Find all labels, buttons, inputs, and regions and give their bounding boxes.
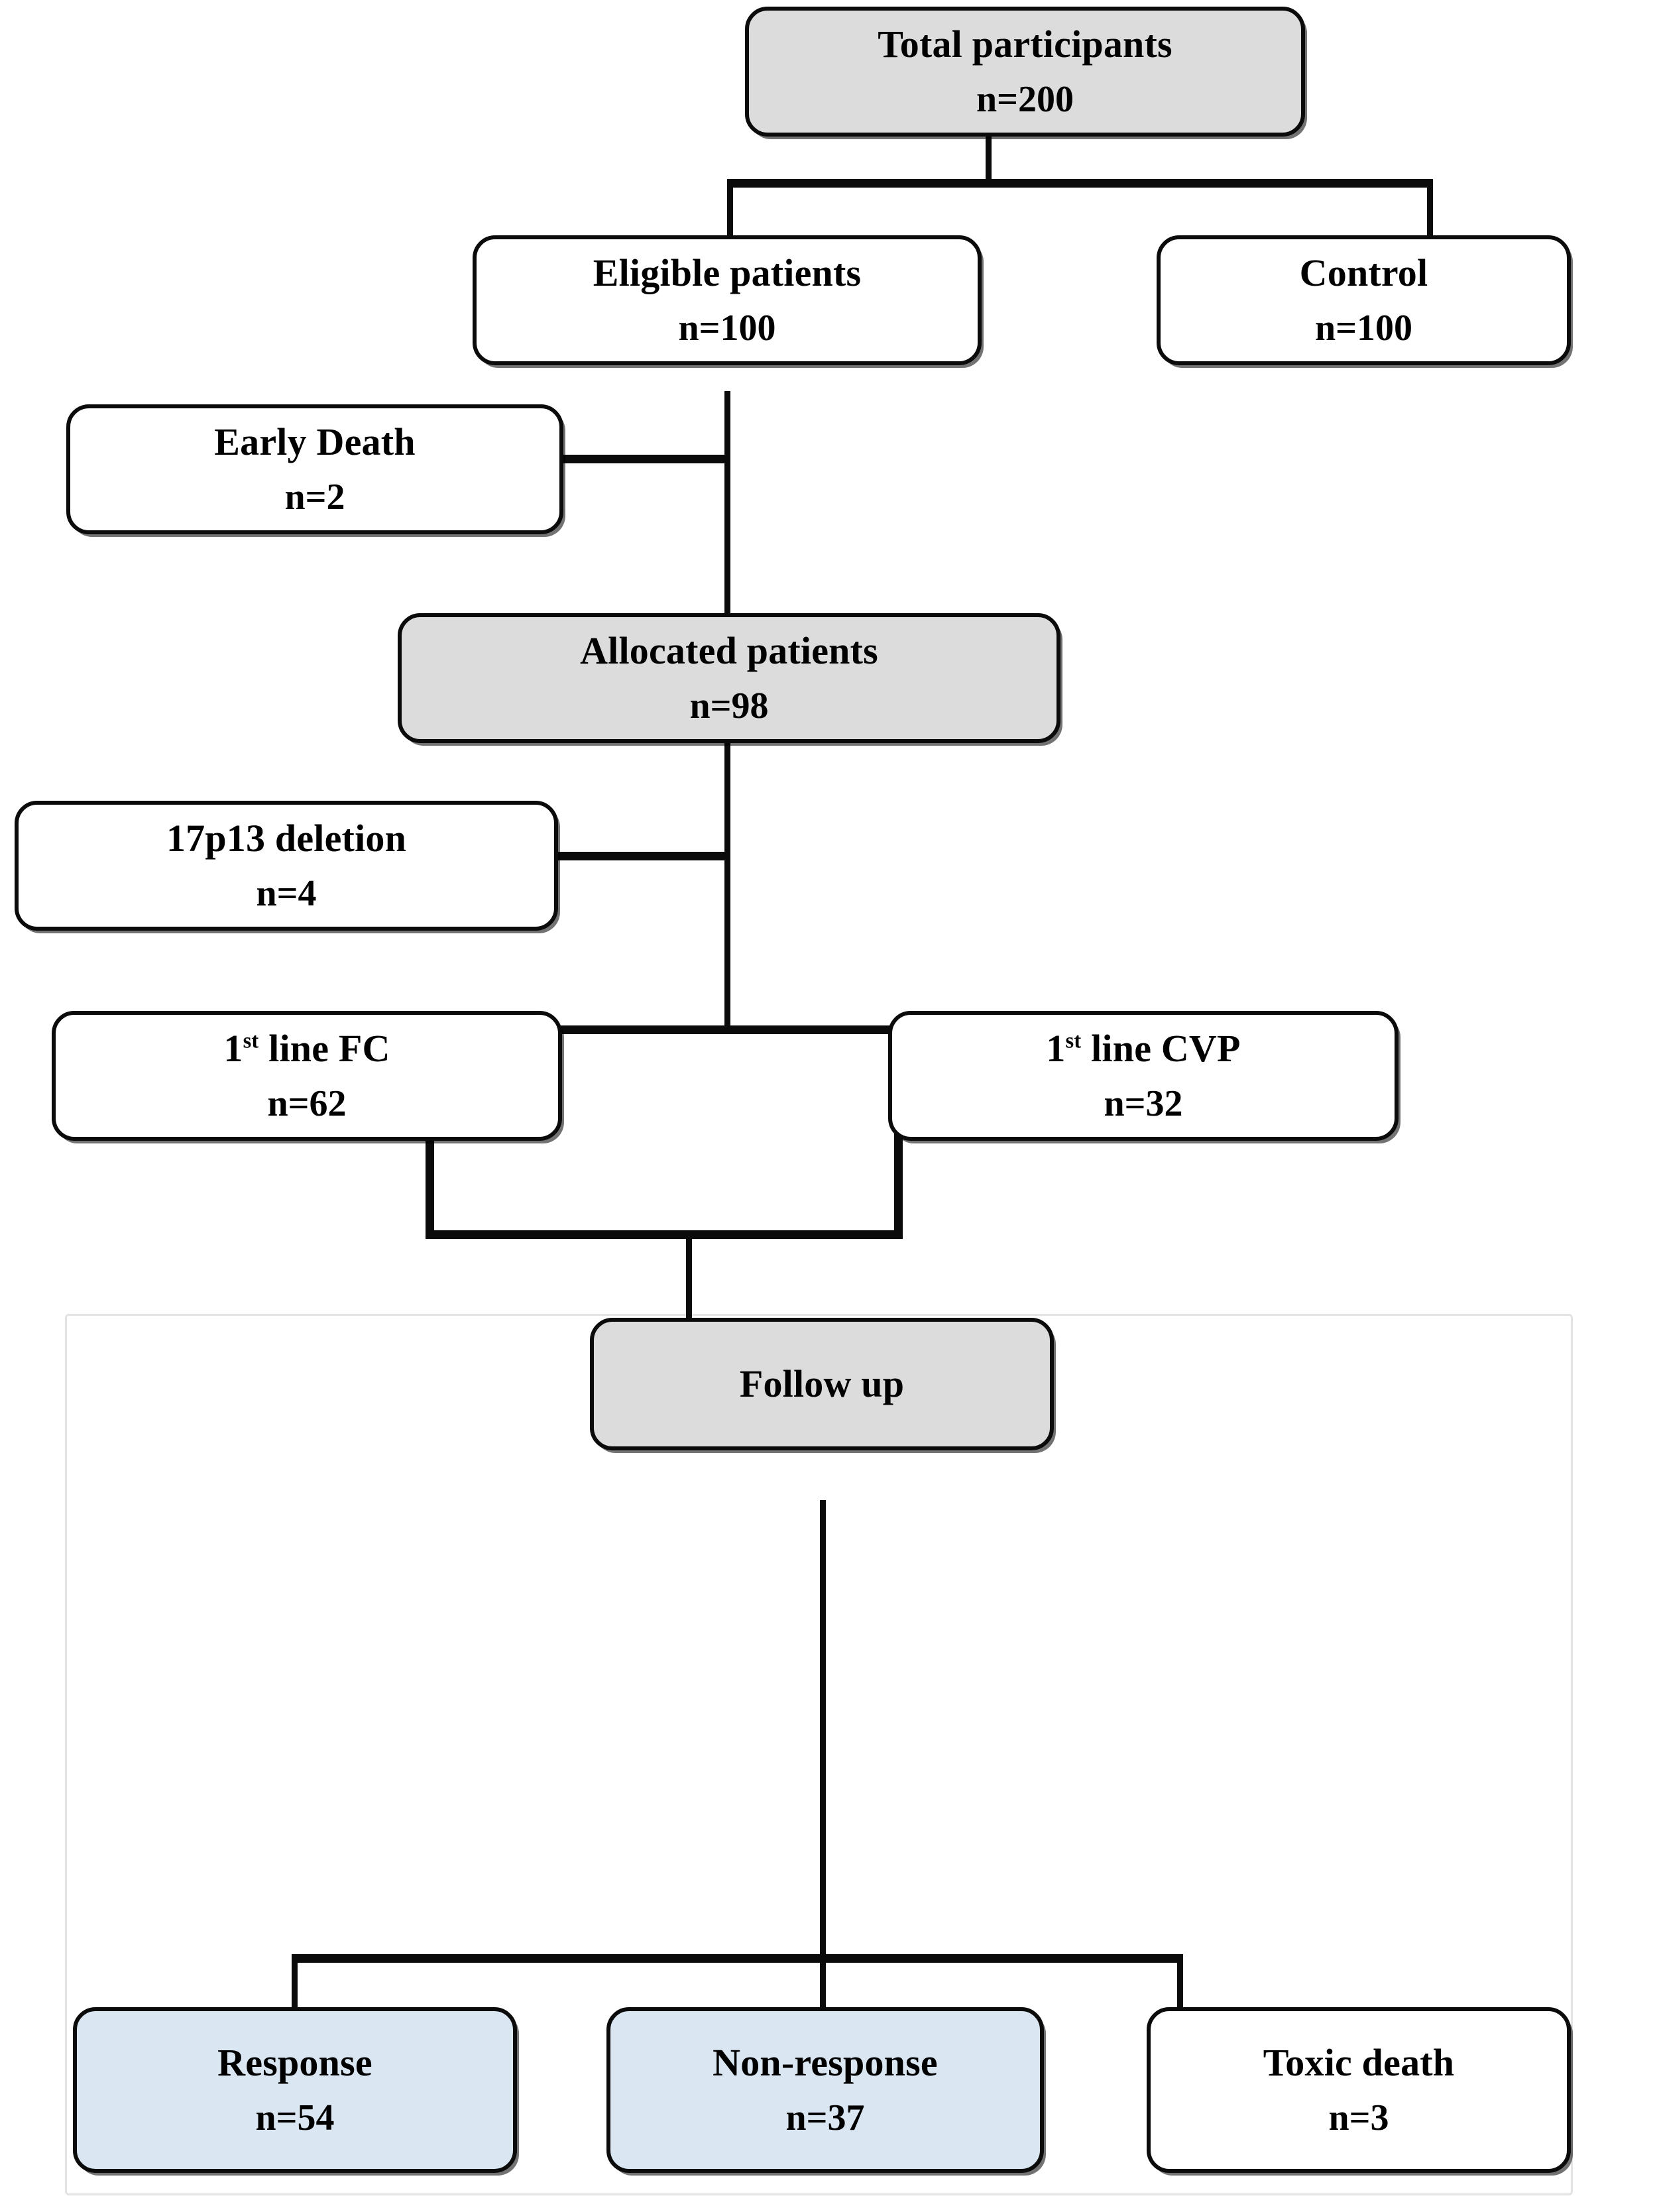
ordinal-suffix: st (243, 1029, 259, 1053)
node-count: n=98 (689, 685, 769, 727)
node-non-response[interactable]: Non-response n=37 (606, 2007, 1044, 2173)
node-allocated-patients[interactable]: Allocated patients n=98 (398, 613, 1060, 743)
node-early-death[interactable]: Early Death n=2 (66, 404, 563, 534)
node-follow-up[interactable]: Follow up (590, 1318, 1054, 1450)
connector-total-down (986, 135, 992, 182)
connector-fc-down (426, 1134, 434, 1234)
node-response[interactable]: Response n=54 (73, 2007, 517, 2173)
node-title: Response (217, 2041, 372, 2084)
connector-merge-to-followup (686, 1230, 692, 1318)
connector-cvp-down (894, 1134, 903, 1234)
ordinal-suffix: st (1065, 1029, 1082, 1053)
node-title: 1st line FC (223, 1027, 390, 1070)
connector-to-nonresponse (820, 1954, 826, 2011)
node-count: n=100 (678, 308, 776, 349)
node-title: Non-response (713, 2041, 938, 2084)
node-count: n=3 (1328, 2097, 1389, 2138)
node-title: 17p13 deletion (166, 817, 407, 860)
connector-eligible-to-allocated (724, 391, 730, 616)
node-control[interactable]: Control n=100 (1157, 235, 1571, 365)
node-title: Follow up (739, 1362, 905, 1405)
node-count: n=4 (256, 873, 317, 914)
node-title: Toxic death (1263, 2041, 1455, 2084)
node-eligible-patients[interactable]: Eligible patients n=100 (473, 235, 982, 365)
connector-to-eligible (727, 179, 733, 237)
node-first-line-cvp[interactable]: 1st line CVP n=32 (888, 1011, 1399, 1141)
node-count: n=62 (267, 1083, 347, 1124)
followup-panel (65, 1314, 1573, 2195)
node-title: Early Death (214, 420, 416, 463)
node-17p13-deletion[interactable]: 17p13 deletion n=4 (15, 801, 558, 931)
node-total-participants[interactable]: Total participants n=200 (745, 7, 1305, 137)
node-count: n=54 (255, 2097, 335, 2138)
connector-followup-down (820, 1500, 826, 1957)
node-title: 1st line CVP (1046, 1027, 1241, 1070)
node-count: n=200 (976, 79, 1074, 120)
node-toxic-death[interactable]: Toxic death n=3 (1147, 2007, 1571, 2173)
connector-outcome-split-bar (292, 1954, 1183, 1963)
connector-to-toxicdeath (1177, 1954, 1183, 2011)
connector-to-response (292, 1954, 298, 2011)
node-title: Total participants (878, 23, 1172, 66)
node-title: Control (1299, 251, 1428, 294)
connector-to-control (1427, 179, 1433, 237)
node-count: n=2 (284, 477, 345, 518)
node-count: n=32 (1104, 1083, 1183, 1124)
node-count: n=37 (785, 2097, 865, 2138)
node-title: Allocated patients (580, 629, 878, 672)
connector-total-split-bar (727, 179, 1433, 188)
node-title: Eligible patients (593, 251, 862, 294)
connector-fc-cvp-merge-bar (426, 1230, 903, 1239)
node-count: n=100 (1314, 308, 1413, 349)
connector-allocated-down (724, 726, 730, 1029)
node-first-line-fc[interactable]: 1st line FC n=62 (52, 1011, 562, 1141)
